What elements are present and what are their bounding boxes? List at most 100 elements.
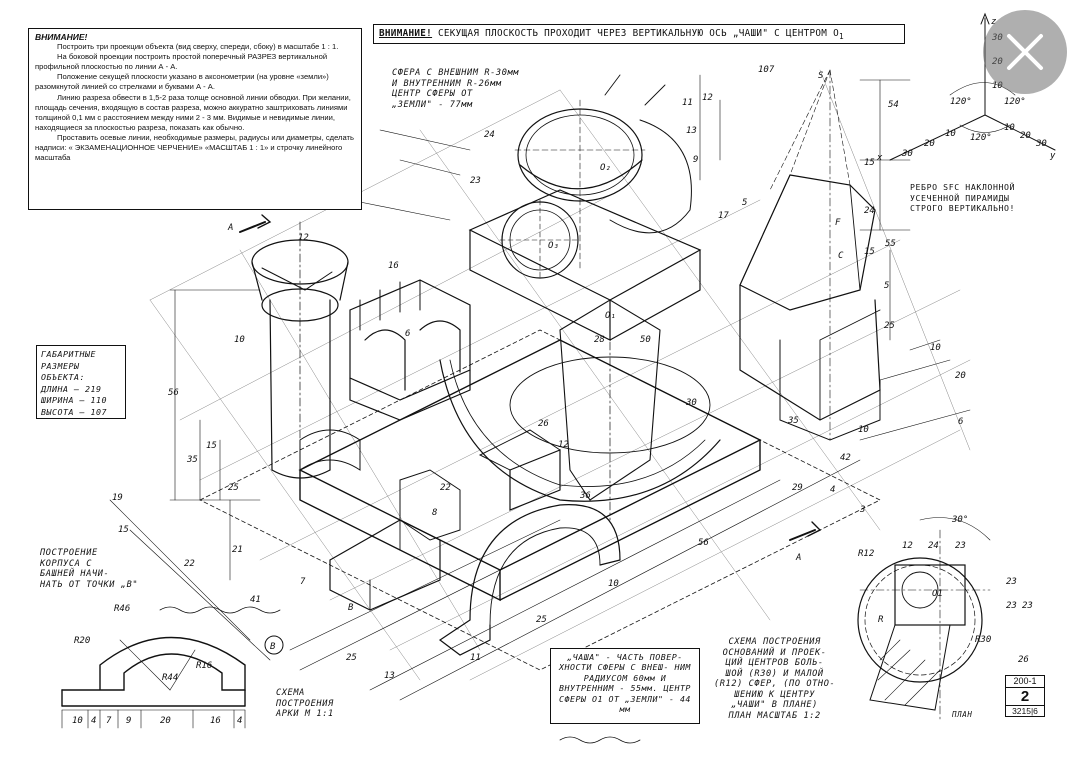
- construction-lines: [149, 69, 971, 681]
- overall-length: ДЛИНА — 219: [41, 383, 102, 394]
- warning-text: СЕКУЩАЯ ПЛОСКОСТЬ ПРОХОДИТ ЧЕРЕЗ ВЕРТИКА…: [437, 28, 839, 39]
- stamp-top: 200-1: [1006, 676, 1044, 688]
- dim-22: 22: [184, 559, 195, 569]
- sphere-assembly: [468, 74, 702, 341]
- section-label-a-top: А: [227, 223, 233, 233]
- dim-20a: 20: [955, 371, 966, 381]
- plan-scheme: [857, 517, 991, 721]
- dim-35b: 35: [186, 455, 198, 465]
- cylinder-tower: [251, 221, 349, 491]
- dim-54: 54: [888, 100, 899, 110]
- assignment-box: ВНИМАНИЕ! Построить три проекции объекта…: [28, 28, 362, 210]
- dim-22b: 22: [440, 483, 451, 493]
- wedge: [478, 429, 561, 511]
- dim-7: 7: [300, 577, 306, 587]
- tower-note: ПОСТРОЕНИЕ КОРПУСА С БАШНЕЙ НАЧИ- НАТЬ О…: [40, 548, 139, 590]
- dim-15a: 15: [864, 158, 875, 168]
- plan-dim-6: 23: [1022, 601, 1033, 611]
- dim-36: 36: [579, 491, 591, 501]
- dim-50: 50: [640, 335, 651, 345]
- plan-dim-4: 23: [1006, 577, 1017, 587]
- axis-x-tick-1: 10: [945, 129, 956, 139]
- axis-y-tick-1: 10: [1004, 123, 1015, 133]
- dim-12b: 12: [558, 440, 569, 450]
- axis-angle-2: 120°: [1004, 97, 1026, 107]
- overall-dimensions-box: ГАБАРИТНЫЕ РАЗМЕРЫ ОБЪЕКТА: ДЛИНА — 219 …: [36, 345, 126, 419]
- dim-10a: 10: [930, 343, 941, 353]
- stamp-bottom: 3215|6: [1012, 706, 1038, 716]
- axis-y-label: y: [1049, 151, 1056, 161]
- assignment-line-4: Линию разреза обвести в 1,5-2 раза толще…: [35, 92, 351, 132]
- label-o1: O₁: [605, 311, 616, 321]
- arch-dim-3: 7: [106, 716, 112, 726]
- warning-subscript: 1: [839, 31, 844, 41]
- dim-25c: 25: [346, 653, 357, 663]
- dim-4: 4: [830, 485, 835, 495]
- dim-55: 55: [885, 239, 896, 249]
- arch-dim-1: 10: [72, 716, 83, 726]
- rib-note: РЕБРО SFC НАКЛОННОЙ УСЕЧЕННОЙ ПИРАМИДЫ С…: [910, 182, 1016, 213]
- plan-dim-1: 12: [902, 541, 913, 551]
- dim-56: 56: [168, 388, 179, 398]
- plan-dim-2: 24: [928, 541, 939, 551]
- dim-11b: 11: [470, 653, 481, 663]
- arch-dim-7: 4: [237, 716, 242, 726]
- dim-11a: 11: [682, 98, 693, 108]
- plan-label: ПЛАН: [952, 710, 973, 719]
- dim-23a: 23: [470, 176, 481, 186]
- axis-y-tick-2: 20: [1020, 131, 1031, 141]
- assignment-heading: ВНИМАНИЕ!: [35, 32, 88, 42]
- construction-note: СХЕМА ПОСТРОЕНИЯ ОСНОВАНИЙ И ПРОЕК- ЦИЙ …: [714, 637, 836, 721]
- dim-25a: 25: [884, 321, 895, 331]
- sphere-note: СФЕРА С ВНЕШНИМ R-30мм И ВНУТРЕННИМ R-26…: [392, 68, 520, 110]
- plan-dim-5: 23: [1006, 601, 1017, 611]
- assignment-line-5: Проставить осевые линии, необходимые раз…: [35, 132, 354, 163]
- dim-6b: 6: [405, 329, 410, 339]
- arch-radius-1: R46: [114, 604, 130, 614]
- plan-dim-r: R: [878, 615, 884, 625]
- dim-10d: 10: [234, 335, 245, 345]
- ground-line: [159, 606, 641, 744]
- label-107: 107: [758, 65, 775, 75]
- arch-dim-6: 16: [210, 716, 221, 726]
- arch-dim-4: 9: [126, 716, 131, 726]
- dim-42: 42: [840, 453, 851, 463]
- dim-15c: 15: [206, 441, 217, 451]
- arch-radius-2: R20: [74, 636, 90, 646]
- dim-29: 29: [792, 483, 803, 493]
- dim-35a: 35: [787, 416, 799, 426]
- plan-dim-7: 26: [1018, 655, 1029, 665]
- dim-24a: 24: [484, 130, 495, 140]
- dim-16: 16: [388, 261, 399, 271]
- plan-dim-r12: R12: [858, 549, 874, 559]
- stepped-block: [299, 429, 461, 611]
- dim-10c: 10: [608, 579, 619, 589]
- close-button[interactable]: [983, 10, 1067, 94]
- dim-19: 19: [112, 493, 123, 503]
- plan-dim-o1: O1: [932, 589, 943, 599]
- section-label-a-bottom: А: [795, 553, 801, 563]
- dim-12c: 12: [298, 233, 309, 243]
- plan-dim-angle: 30°: [951, 515, 968, 525]
- front-arch: [438, 504, 621, 656]
- dimension-lines: [109, 74, 971, 701]
- dim-30a: 30: [685, 398, 697, 408]
- dim-10b: 10: [858, 425, 869, 435]
- warning-box: ВНИМАНИЕ! СЕКУЩАЯ ПЛОСКОСТЬ ПРОХОДИТ ЧЕР…: [373, 24, 905, 44]
- dim-5b: 5: [884, 281, 889, 291]
- dim-41: 41: [250, 595, 261, 605]
- assignment-line-2: На боковой проекции построить простой по…: [35, 52, 328, 72]
- arch-dim-2: 4: [91, 716, 96, 726]
- dim-25b: 25: [228, 483, 239, 493]
- dim-13: 13: [686, 126, 697, 136]
- bowl-note: „ЧАША" - ЧАСТЬ ПОВЕР- ХНОСТИ СФЕРЫ С ВНЕ…: [550, 648, 700, 724]
- dim-21: 21: [232, 545, 243, 555]
- sheet-stamp: 200-1 2 3215|6: [1005, 675, 1045, 717]
- dim-28: 28: [594, 335, 605, 345]
- arch-radius-3: R44: [162, 673, 178, 683]
- label-f: F: [835, 218, 841, 228]
- truncated-pyramid: [739, 69, 881, 441]
- label-o3: O₃: [548, 241, 559, 251]
